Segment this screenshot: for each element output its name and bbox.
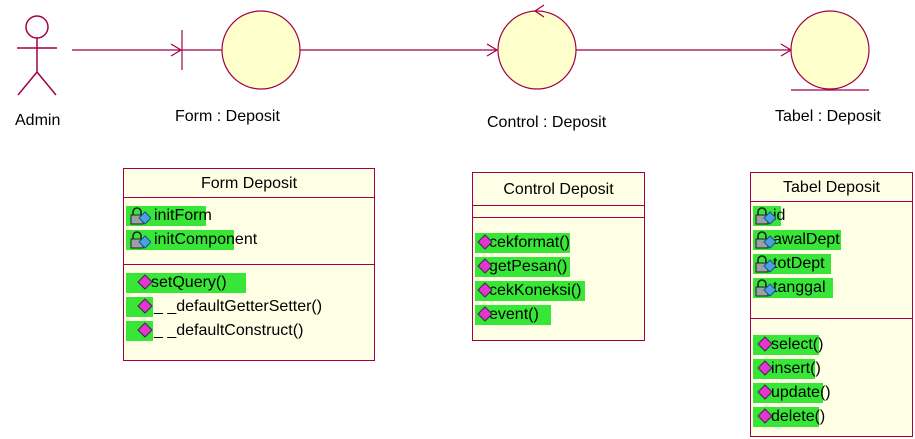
operation-row[interactable]: cekKoneksi(): [473, 279, 644, 303]
operation-row[interactable]: delete(): [751, 405, 912, 429]
actor-stick-figure[interactable]: [17, 15, 57, 96]
operation-row[interactable]: insert(): [751, 357, 912, 381]
operation-name: setQuery(): [151, 274, 227, 291]
operation-name: insert(): [771, 360, 821, 377]
attributes-section: initForm initComponent: [124, 198, 374, 265]
lock-attribute-icon: [754, 255, 776, 273]
operations-section: select() insert() update() delete(): [751, 319, 912, 429]
entity-circle: [790, 10, 870, 90]
attribute-name: tanggal: [773, 279, 826, 296]
boundary-object[interactable]: [181, 10, 301, 90]
highlight: [475, 305, 551, 325]
operation-name: event(): [489, 306, 539, 323]
operation-row[interactable]: cekformat(): [473, 231, 644, 255]
actor-head: [25, 15, 49, 39]
highlight: [753, 407, 819, 427]
attribute-row[interactable]: awalDept: [751, 228, 912, 252]
class-control-deposit[interactable]: Control Deposit cekformat() getPesan() c…: [472, 172, 645, 341]
highlight: [126, 273, 246, 293]
lock-attribute-icon: [129, 207, 151, 225]
attribute-name: totDept: [773, 255, 825, 272]
operation-row[interactable]: _ _defaultGetterSetter(): [124, 295, 374, 319]
attribute-name: id: [773, 207, 786, 224]
class-title: Form Deposit: [124, 169, 374, 198]
boundary-label: Form : Deposit: [175, 108, 280, 125]
diamond-operation-icon: [757, 360, 773, 376]
entity-label: Tabel : Deposit: [775, 108, 881, 125]
diamond-operation-icon: [477, 306, 493, 322]
attribute-name: initForm: [154, 207, 212, 224]
diamond-operation-icon: [137, 322, 153, 338]
operation-name: delete(): [771, 408, 826, 425]
attribute-row[interactable]: id: [751, 204, 912, 228]
operation-name: cekformat(): [489, 234, 570, 251]
highlight: [753, 335, 819, 355]
operation-row[interactable]: _ _defaultConstruct(): [124, 319, 374, 343]
operation-name: update(): [771, 384, 831, 401]
attributes-section: [473, 206, 644, 218]
highlight: [753, 383, 823, 403]
actor-left-leg: [17, 71, 38, 96]
operations-section: setQuery() _ _defaultGetterSetter() _ _d…: [124, 265, 374, 343]
class-title: Control Deposit: [473, 173, 644, 206]
class-title: Tabel Deposit: [751, 173, 912, 202]
entity-object[interactable]: [790, 10, 870, 91]
highlight: [475, 281, 585, 301]
attribute-row[interactable]: totDept: [751, 252, 912, 276]
operation-name: getPesan(): [489, 258, 568, 275]
arrowhead-actor-to-form: [170, 43, 183, 57]
attribute-name: awalDept: [773, 231, 840, 248]
attribute-row[interactable]: initForm: [124, 204, 374, 228]
diamond-operation-icon: [757, 336, 773, 352]
control-circle: [497, 10, 577, 90]
highlight: [475, 257, 570, 277]
operation-name: select(): [771, 336, 824, 353]
class-tabel-deposit[interactable]: Tabel Deposit id awalDept totDept tangga…: [750, 172, 913, 437]
operation-name: _ _defaultGetterSetter(): [154, 298, 323, 315]
lock-attribute-icon: [754, 279, 776, 297]
lock-attribute-icon: [754, 231, 776, 249]
operation-row[interactable]: event(): [473, 303, 644, 327]
attributes-section: id awalDept totDept tanggal: [751, 202, 912, 319]
diamond-operation-icon: [477, 234, 493, 250]
class-form-deposit[interactable]: Form Deposit initForm initComponent setQ…: [123, 168, 375, 361]
control-arrow: [533, 4, 545, 18]
actor-right-leg: [36, 71, 57, 96]
diamond-operation-icon: [477, 258, 493, 274]
highlight: [475, 233, 570, 253]
diamond-operation-icon: [137, 298, 153, 314]
diamond-operation-icon: [477, 282, 493, 298]
attribute-row[interactable]: initComponent: [124, 228, 374, 252]
lock-attribute-icon: [129, 231, 151, 249]
control-label: Control : Deposit: [487, 114, 607, 131]
operation-row[interactable]: select(): [751, 333, 912, 357]
operation-name: cekKoneksi(): [489, 282, 582, 299]
operation-row[interactable]: getPesan(): [473, 255, 644, 279]
boundary-circle: [221, 10, 301, 90]
operation-row[interactable]: update(): [751, 381, 912, 405]
highlight: [126, 230, 234, 250]
operation-name: _ _defaultConstruct(): [154, 322, 304, 339]
diamond-operation-icon: [137, 274, 153, 290]
operations-section: cekformat() getPesan() cekKoneksi() even…: [473, 218, 644, 327]
diamond-operation-icon: [757, 408, 773, 424]
attribute-name: initComponent: [154, 231, 258, 248]
operation-row[interactable]: setQuery(): [124, 271, 374, 295]
highlight: [753, 230, 841, 250]
diamond-operation-icon: [757, 384, 773, 400]
lock-attribute-icon: [754, 207, 776, 225]
attribute-row[interactable]: tanggal: [751, 276, 912, 300]
actor-label: Admin: [15, 112, 61, 129]
arrowhead-form-to-control: [486, 43, 499, 57]
control-object[interactable]: [497, 4, 577, 90]
